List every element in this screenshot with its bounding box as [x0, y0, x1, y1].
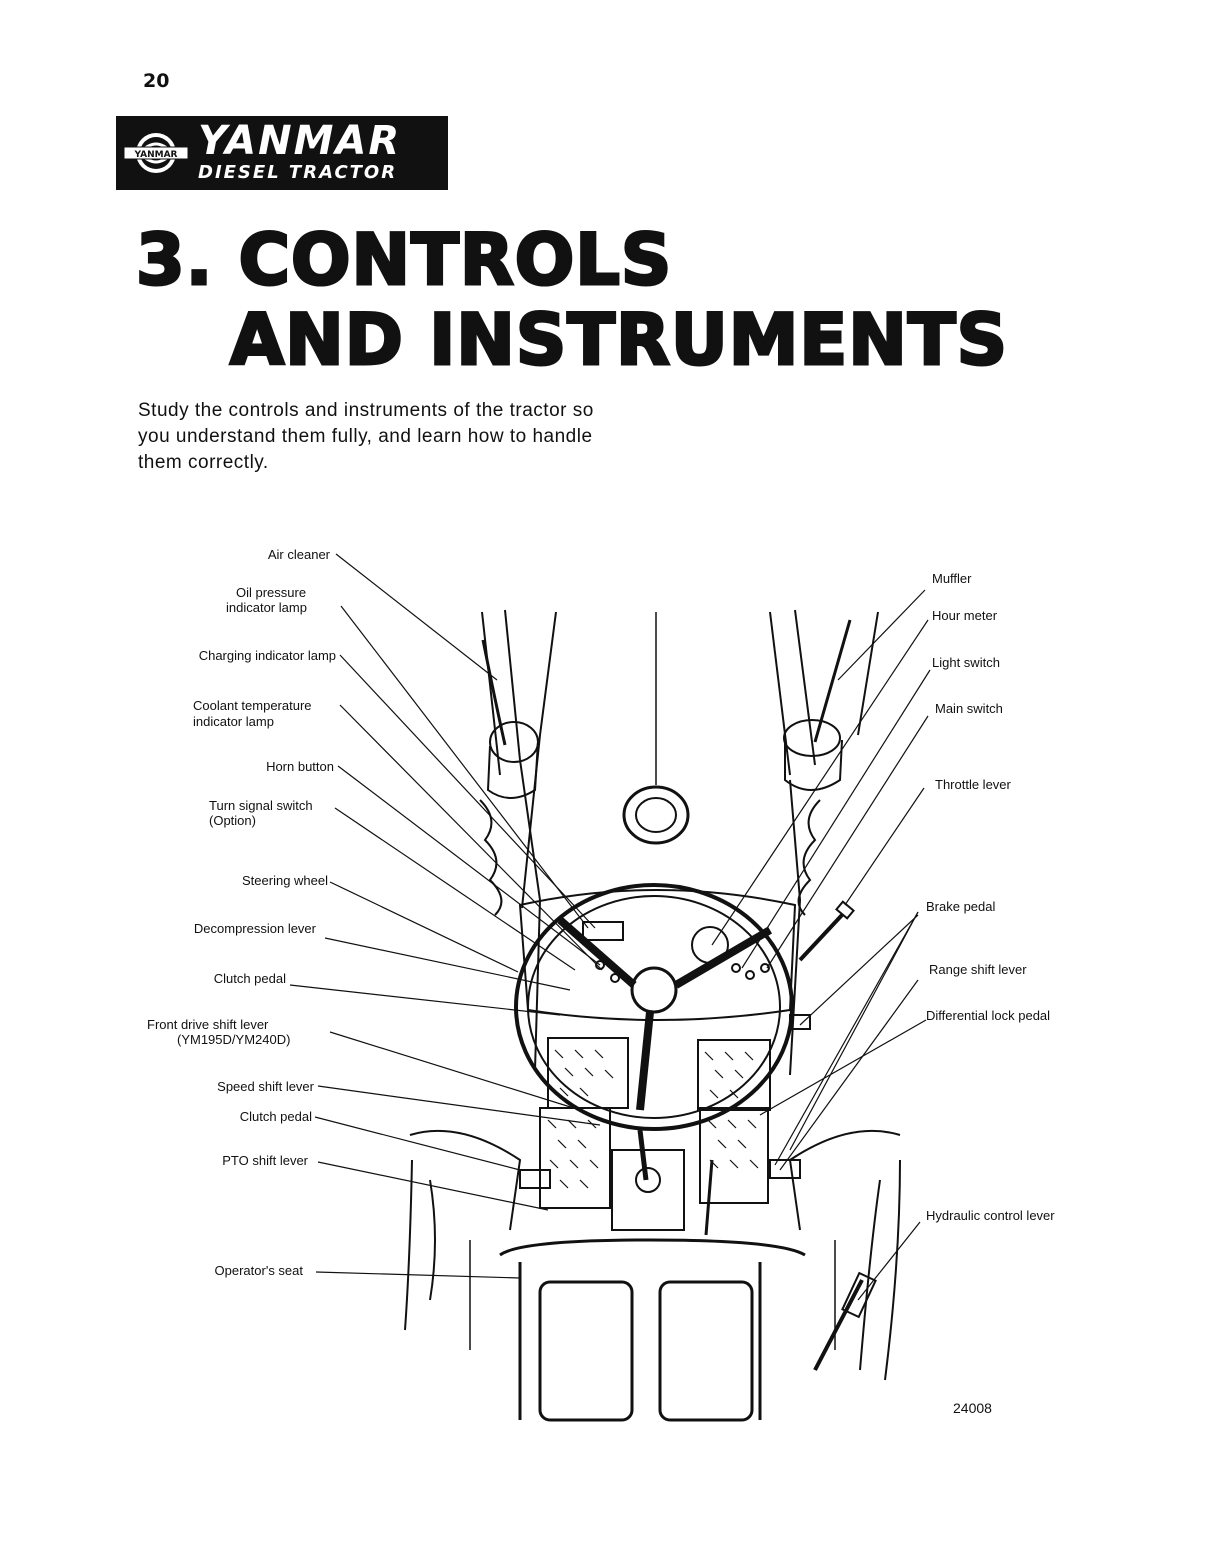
label-muffler: Muffler: [932, 571, 972, 587]
label-range-shift-lever: Range shift lever: [929, 962, 1027, 978]
label-steering-wheel: Steering wheel: [242, 873, 328, 889]
label-clutch-pedal-2: Clutch pedal: [240, 1109, 312, 1125]
label-oil-pressure-line1: Oil pressure: [236, 585, 306, 601]
label-speed-shift-lever: Speed shift lever: [217, 1079, 314, 1095]
label-brake-pedal: Brake pedal: [926, 899, 995, 915]
label-clutch-pedal-1: Clutch pedal: [214, 971, 286, 987]
label-coolant-line2: indicator lamp: [193, 714, 274, 730]
label-operators-seat: Operator's seat: [215, 1263, 303, 1279]
label-charging-indicator-lamp: Charging indicator lamp: [199, 648, 336, 664]
label-differential-lock-pedal: Differential lock pedal: [926, 1008, 1050, 1024]
label-front-drive-line2: (YM195D/YM240D): [177, 1032, 290, 1048]
label-turn-signal-line2: (Option): [209, 813, 256, 829]
label-light-switch: Light switch: [932, 655, 1000, 671]
label-oil-pressure-line2: indicator lamp: [226, 600, 307, 616]
label-hydraulic-control-lever: Hydraulic control lever: [926, 1208, 1055, 1224]
label-decompression-lever: Decompression lever: [194, 921, 316, 937]
label-turn-signal-line1: Turn signal switch: [209, 798, 313, 814]
label-pto-shift-lever: PTO shift lever: [222, 1153, 308, 1169]
label-horn-button: Horn button: [266, 759, 334, 775]
label-hour-meter: Hour meter: [932, 608, 997, 624]
label-throttle-lever: Throttle lever: [935, 777, 1011, 793]
label-coolant-line1: Coolant temperature: [193, 698, 312, 714]
label-front-drive-line1: Front drive shift lever: [147, 1017, 268, 1033]
figure-number: 24008: [953, 1400, 992, 1416]
label-air-cleaner: Air cleaner: [268, 547, 330, 563]
label-main-switch: Main switch: [935, 701, 1003, 717]
